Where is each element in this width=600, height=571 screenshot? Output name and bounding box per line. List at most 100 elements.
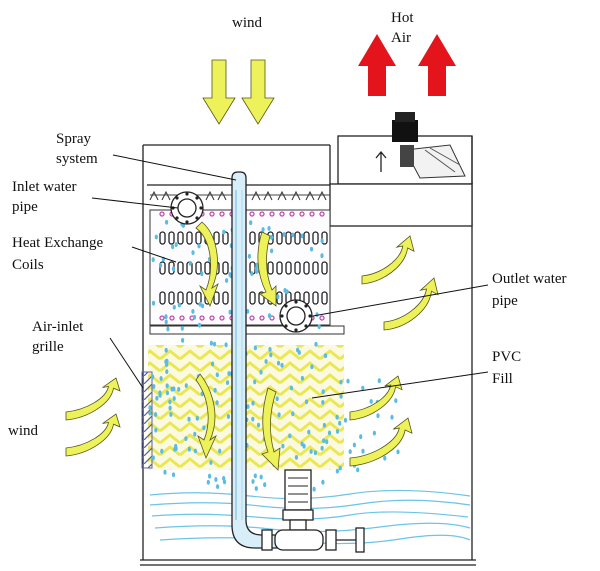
water-drop [291,232,295,238]
spray-dot [319,211,325,217]
water-drop [280,362,284,368]
water-drop [164,347,168,353]
water-drop [168,399,172,405]
water-drop [201,303,205,309]
water-drop [181,338,185,343]
leader-lines [91,154,489,399]
circulation-pump [261,469,365,553]
water-drop [208,473,212,479]
water-drop [307,429,311,435]
water-drop [214,477,218,482]
coil-tube [195,261,202,275]
water-drop [314,341,318,347]
exhaust-arrow-1 [361,235,415,285]
label-pvc: PVC [492,349,522,365]
coil-tube [186,231,193,245]
internal-arrow-4 [261,387,281,471]
water-drop [165,390,169,396]
spray-dot [259,315,265,321]
water-drop [327,430,332,436]
water-drop [250,271,254,276]
water-drop [261,227,265,232]
coil-tube [285,231,292,245]
water-drop [172,304,176,310]
water-drop [288,433,292,439]
water-drop [170,386,174,392]
water-drop [394,398,398,403]
spray-dot [249,211,255,217]
water-drop [396,449,400,455]
water-drop [246,404,250,409]
water-drop [171,472,176,478]
water-drop [338,465,342,471]
water-drop [320,253,324,259]
water-drop [151,300,156,306]
water-drop [259,474,263,480]
water-drop [218,448,222,454]
water-drop [283,288,287,293]
riser-pipe [231,171,286,549]
water-drop [228,309,232,315]
water-drop [225,278,229,283]
water-drop [151,455,155,461]
coil-tube [204,261,211,275]
water-drop [166,326,170,332]
water-drop [154,412,158,417]
water-drop [275,396,279,402]
water-drop [335,468,339,474]
water-drop [193,448,197,454]
label-coils: Coils [12,257,44,273]
water-drop [253,379,257,385]
coil-tube [177,231,184,245]
spray-dot [179,315,185,321]
water-drop [222,229,226,235]
water-drop [227,371,231,376]
exhaust-arrow-3 [349,375,403,421]
water-drop [251,400,255,406]
spray-dot [269,211,275,217]
spray-dot [289,211,295,217]
water-drop [339,394,343,399]
water-drop [300,441,304,447]
label-spray: Spray [56,131,91,147]
water-drop [148,410,152,416]
wind-down-arrows [202,59,275,125]
water-drop [335,429,340,434]
water-drop [343,417,348,423]
water-drop [372,430,376,436]
water-drop [390,414,394,420]
water-drop [269,352,273,358]
water-drop [276,360,281,366]
water-drop [180,326,184,331]
water-drop [209,460,213,465]
water-drop [313,450,317,456]
internal-arrow-2 [257,231,277,307]
coil-tube [222,261,229,275]
coil-tube [294,261,301,275]
internal-arrow-1 [195,221,219,308]
spray-dot [219,315,225,321]
coil-tube [159,231,166,245]
water-drop [151,257,155,262]
water-drop [224,342,228,348]
water-drop [268,347,272,352]
hot-air-arrows [358,34,456,96]
water-drop [361,385,365,391]
water-drop [169,412,173,417]
water-drop [247,253,251,259]
water-drop [254,486,258,491]
water-drop [163,469,167,475]
coil-tube [321,231,328,245]
water-drop [335,414,339,420]
spray-dot [299,211,305,217]
coil-tube [249,291,256,305]
water-drop [276,294,280,300]
water-drop [174,443,178,449]
water-drop [291,411,295,417]
coil-tube [222,291,229,305]
spray-dot [159,315,165,321]
water-drop [259,369,263,375]
water-drop [300,375,304,381]
spray-dot [269,315,275,321]
water-drop [193,431,197,437]
